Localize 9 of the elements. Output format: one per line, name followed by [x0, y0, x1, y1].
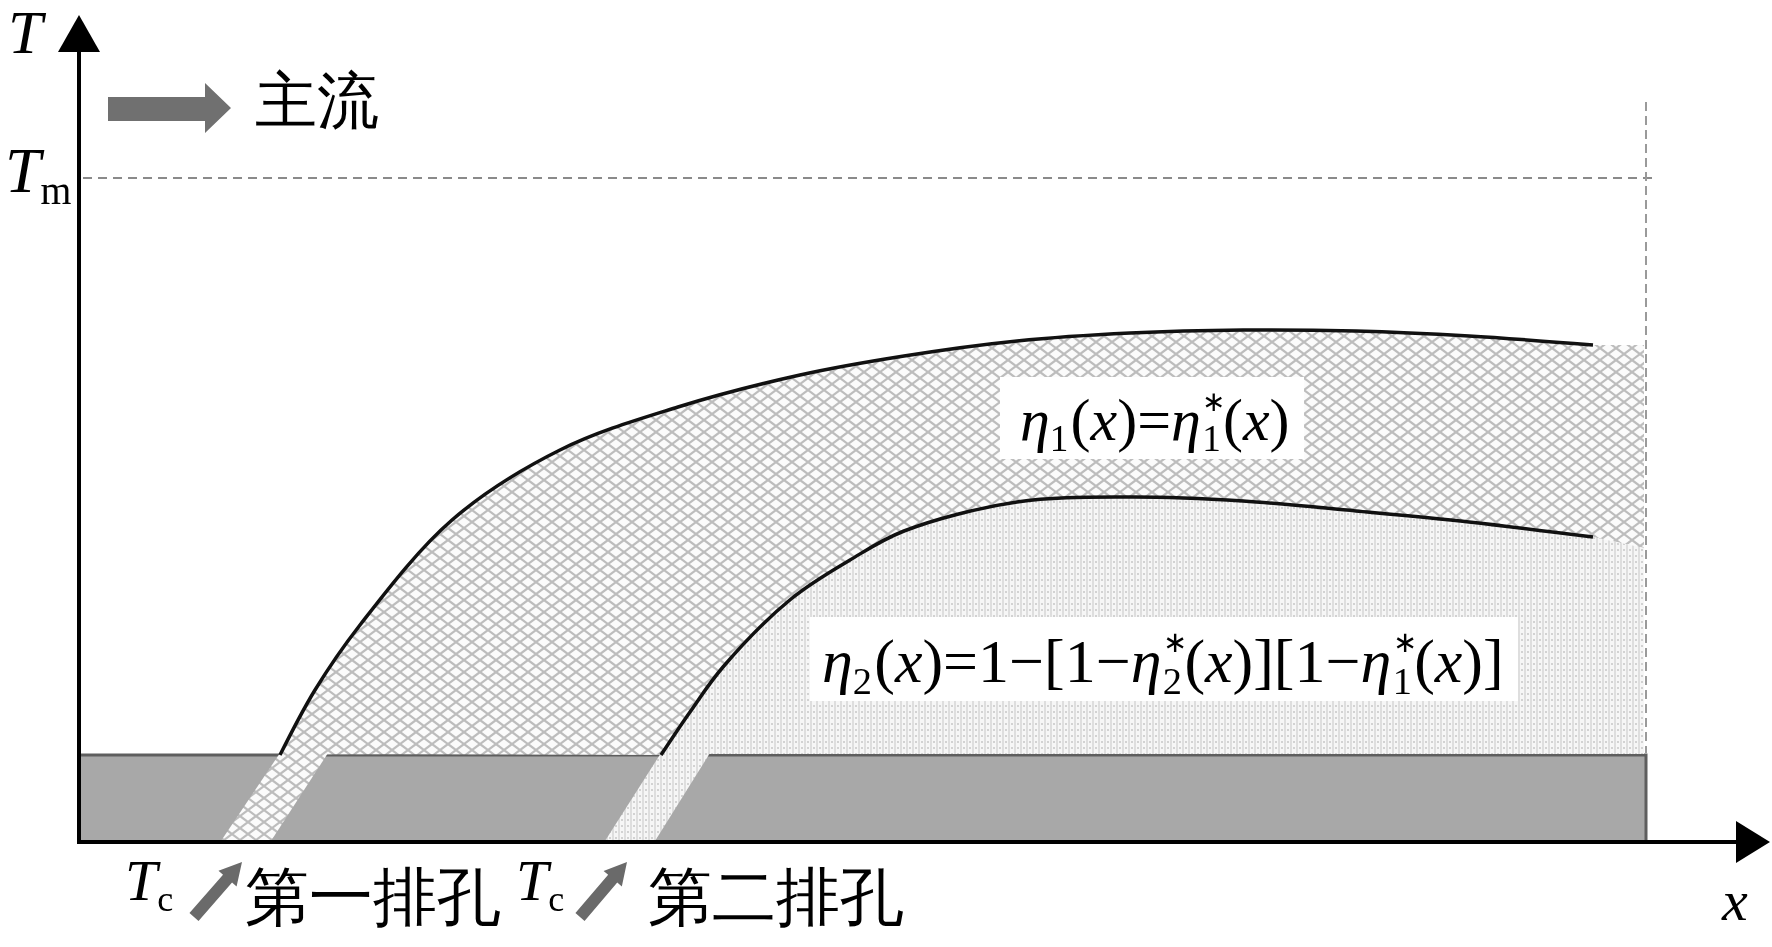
hole-row-label: 第一排孔 — [245, 866, 501, 930]
temperature-label: T$_{c}$ — [125, 852, 174, 910]
flow-label: 主流 — [255, 70, 379, 132]
temperature-label: T$_{c}$ — [516, 852, 565, 910]
formula-label: η$_{2}$(x)=1−[1−η$^{∗}$$_{2}$(x)][1−η$^{∗}$$_{1}$(x)] — [810, 617, 1518, 701]
formula-label: η$_{1}$(x)=η$^{∗}$$_{1}$(x) — [1000, 377, 1304, 459]
reference-label: T$_{m}$ — [5, 139, 72, 203]
axis-label: x — [1722, 872, 1748, 930]
hole-row-label: 第二排孔 — [648, 866, 904, 930]
